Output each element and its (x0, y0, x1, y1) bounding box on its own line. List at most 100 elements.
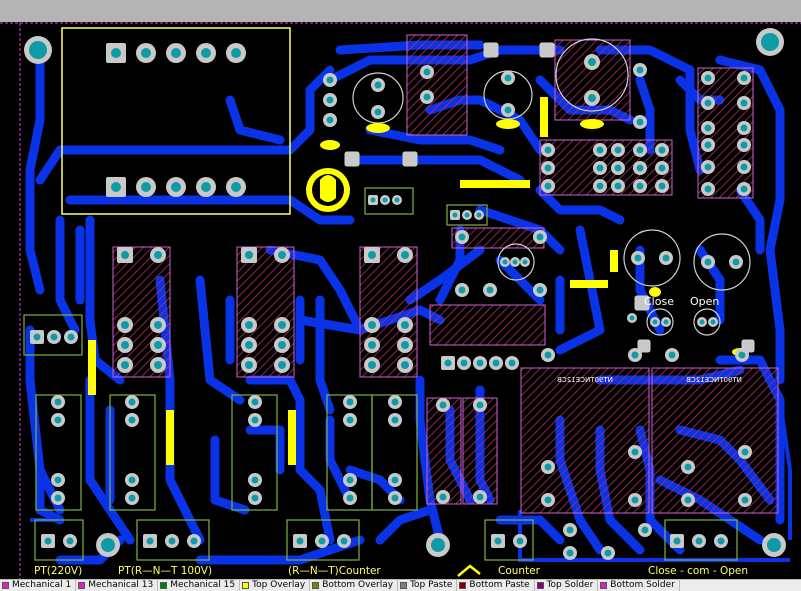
pad (510, 257, 520, 267)
pad (364, 337, 380, 353)
pad (462, 210, 472, 220)
pad (737, 71, 751, 85)
pcb-board-view[interactable]: NT90TNCE12CB NT90TNCE12CB Close Open PT(… (0, 0, 801, 579)
pad (505, 356, 519, 370)
layer-tab-label: Mechanical 1 (12, 580, 72, 590)
pad (420, 65, 434, 79)
pad (397, 317, 413, 333)
pad (500, 257, 510, 267)
pad (125, 473, 139, 487)
layer-tab-label: Top Solder (546, 580, 594, 590)
pad (388, 491, 402, 505)
layer-tab[interactable]: Top Solder (535, 580, 599, 591)
pad (323, 73, 337, 87)
layer-tab-label: Top Overlay (252, 580, 306, 590)
layer-tab[interactable]: Mechanical 13 (76, 580, 159, 591)
layer-color-swatch (459, 582, 467, 589)
pad (106, 177, 126, 197)
pad (541, 460, 555, 474)
pad (701, 255, 715, 269)
small-components (344, 42, 755, 353)
pad (226, 177, 246, 197)
pad (397, 357, 413, 373)
layer-tab[interactable]: Top Paste (398, 580, 458, 591)
pad (520, 257, 530, 267)
pad (701, 121, 715, 135)
pad (563, 523, 577, 537)
pad (633, 115, 647, 129)
pad (474, 210, 484, 220)
pad (436, 398, 450, 412)
pad (196, 177, 216, 197)
pad (627, 313, 637, 323)
pad (655, 161, 669, 175)
pad (51, 473, 65, 487)
pad (187, 534, 201, 548)
layer-tab[interactable]: Bottom Solder (598, 580, 680, 591)
pad (501, 71, 515, 85)
pad (364, 247, 380, 263)
pad (655, 143, 669, 157)
label-rnt-counter: (R—N—T)Counter (288, 565, 381, 577)
layer-tab-label: Bottom Overlay (322, 580, 394, 590)
pad (738, 445, 752, 459)
pad (681, 460, 695, 474)
open-label: Open (690, 295, 719, 308)
pad (371, 105, 385, 119)
layer-color-swatch (400, 582, 408, 589)
pad (701, 138, 715, 152)
pad (541, 348, 555, 362)
pad (323, 113, 337, 127)
pad (633, 179, 647, 193)
pad (633, 63, 647, 77)
pad (611, 161, 625, 175)
pad (117, 337, 133, 353)
layer-tab[interactable]: Mechanical 15 (158, 580, 241, 591)
label-counter: Counter (498, 565, 541, 577)
pad (436, 490, 450, 504)
pad (368, 195, 378, 205)
pad (714, 534, 728, 548)
pad (388, 473, 402, 487)
pad (125, 491, 139, 505)
pad (670, 534, 684, 548)
pad (593, 161, 607, 175)
pad (638, 523, 652, 537)
pad (343, 413, 357, 427)
layer-tab[interactable]: Mechanical 1 (0, 580, 77, 591)
layer-color-swatch (312, 582, 320, 589)
pad (388, 413, 402, 427)
pad (701, 160, 715, 174)
relay-left-part-text: NT90TNCE12CB (557, 376, 613, 384)
pad (371, 78, 385, 92)
logo-mark (306, 168, 350, 212)
pad (541, 161, 555, 175)
pad (166, 43, 186, 63)
pad (701, 96, 715, 110)
pad (51, 491, 65, 505)
pad (136, 43, 156, 63)
layer-tab[interactable]: Top Overlay (240, 580, 311, 591)
pad (150, 317, 166, 333)
pad (380, 195, 390, 205)
pad (584, 54, 600, 70)
pad (117, 317, 133, 333)
pad (450, 210, 460, 220)
pad (248, 491, 262, 505)
relay-right-part-text: NT90TNCE12CB (686, 376, 742, 384)
pad (293, 534, 307, 548)
pad (541, 143, 555, 157)
pad (611, 143, 625, 157)
label-close-com-open: Close - com - Open (648, 565, 748, 577)
capacitors (352, 38, 751, 336)
layer-tab[interactable]: Bottom Overlay (310, 580, 399, 591)
pad (455, 283, 469, 297)
pad (593, 143, 607, 157)
pad (274, 247, 290, 263)
pad (64, 330, 78, 344)
pad (738, 493, 752, 507)
transformer-outline (61, 27, 291, 215)
pad (455, 230, 469, 244)
layer-tab[interactable]: Bottom Paste (457, 580, 535, 591)
layer-tab-label: Mechanical 15 (170, 580, 236, 590)
